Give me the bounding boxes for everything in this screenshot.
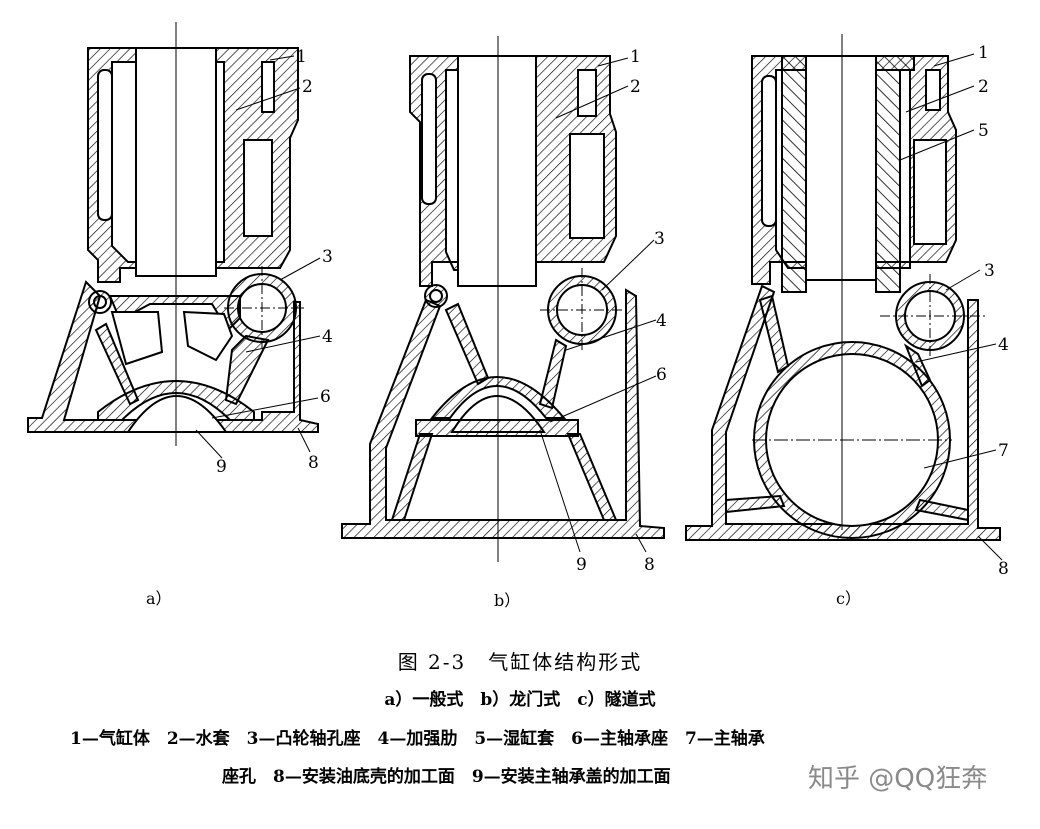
label-2-b: 2 <box>630 77 641 97</box>
main-bearing-seat-a <box>97 380 255 421</box>
label-5-c: 5 <box>978 121 989 141</box>
diagram-b <box>341 36 665 562</box>
small-hole-inner-b <box>429 289 443 303</box>
figure-types-line: a）一般式 b）龙门式 c）隧道式 <box>384 690 656 710</box>
rib-lower-right-b <box>566 433 618 521</box>
label-4-a: 4 <box>322 327 333 347</box>
rib-lower-left-b <box>390 433 434 521</box>
sublabel-c: c） <box>836 589 861 608</box>
rib-left-b <box>444 302 490 386</box>
crankcase-skirt-b <box>341 288 665 539</box>
watermark: 知乎 @QQ狂奔 <box>808 764 988 794</box>
right-slot-b <box>577 69 597 117</box>
water-jacket-slot-c <box>761 75 777 227</box>
label-2-a: 2 <box>302 77 313 97</box>
rib-right-a <box>224 334 270 406</box>
right-slot-a <box>261 61 275 113</box>
label-4-b: 4 <box>656 311 667 331</box>
diagram-c <box>685 34 1003 561</box>
label-3-b: 3 <box>654 229 665 249</box>
main-bearing-seat-b <box>429 376 567 419</box>
label-8-b: 8 <box>644 555 655 575</box>
rib-lower-right-c <box>914 498 969 522</box>
cylinder-bore-b <box>457 55 537 287</box>
right-chamber-c <box>913 139 947 245</box>
label-4-c: 4 <box>998 335 1009 355</box>
right-chamber-b <box>569 133 605 239</box>
label-1-b: 1 <box>630 47 641 67</box>
rib-left-c <box>758 294 790 374</box>
label-8-a: 8 <box>308 453 319 473</box>
water-jacket-slot-a <box>97 69 113 221</box>
label-3-c: 3 <box>984 261 995 281</box>
water-jacket-slot-b <box>421 73 437 205</box>
sublabel-b: b） <box>494 591 520 610</box>
sublabel-a: a） <box>146 589 172 608</box>
label-3-a: 3 <box>322 247 333 267</box>
figure-legend-line-2: 座孔 8—安装油底壳的加工面 9—安装主轴承盖的加工面 <box>222 767 671 787</box>
diagram-a <box>27 22 321 459</box>
label-7-c: 7 <box>998 441 1009 461</box>
crankcase-skirt-a <box>27 280 319 433</box>
rib-right-c <box>903 343 932 388</box>
figure-legend-line-1: 1—气缸体 2—水套 3—凸轮轴孔座 4—加强肋 5—湿缸套 6—主轴承座 7—… <box>70 729 765 749</box>
label-6-b: 6 <box>656 365 667 385</box>
rib-lower-left-c <box>725 494 786 514</box>
label-8-c: 8 <box>998 559 1009 579</box>
figure-title: 图 2-3 气缸体结构形式 <box>397 650 643 674</box>
label-1-c: 1 <box>978 43 989 63</box>
right-chamber-a <box>243 139 273 237</box>
main-bearing-bore-a <box>126 395 228 433</box>
cylinder-bore-c <box>805 55 877 281</box>
label-9-a: 9 <box>216 457 227 477</box>
label-2-c: 2 <box>978 77 989 97</box>
label-1-a: 1 <box>296 47 307 67</box>
label-6-a: 6 <box>320 387 331 407</box>
bearing-cap-face-b <box>415 419 579 437</box>
label-9-b: 9 <box>576 555 587 575</box>
